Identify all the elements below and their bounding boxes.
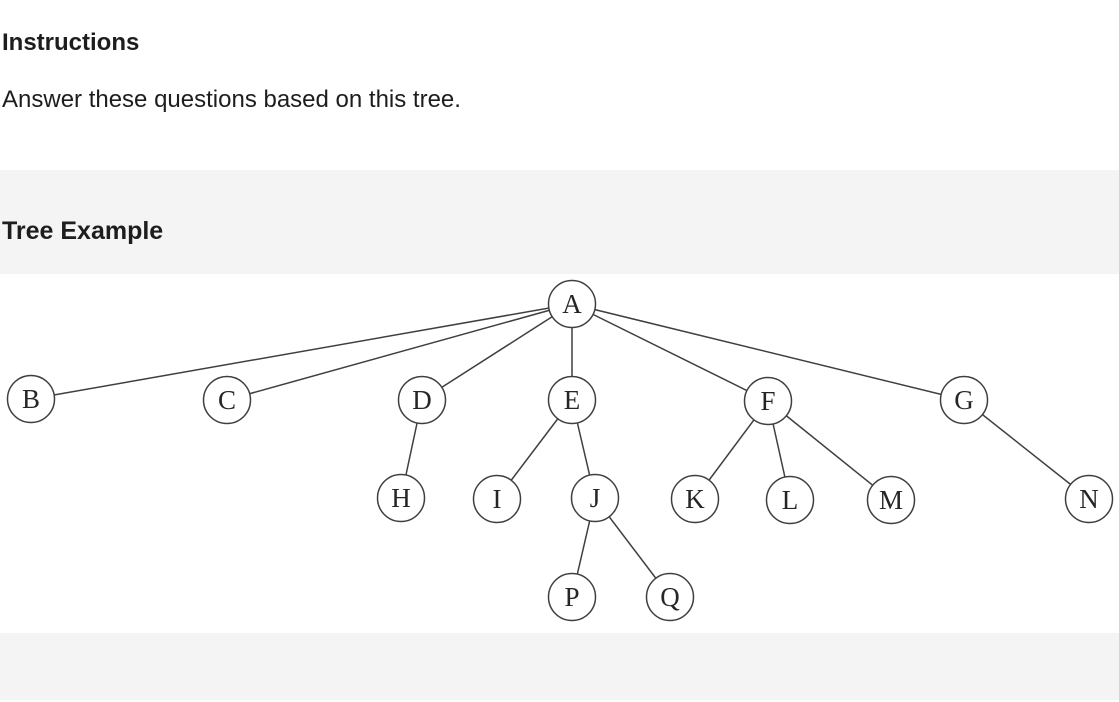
tree-node-label-l: L — [782, 485, 799, 515]
instructions-text: Answer these questions based on this tre… — [2, 86, 461, 113]
tree-edge-a-c — [226, 303, 573, 401]
instructions-heading: Instructions — [2, 29, 140, 56]
tree-edge-a-d — [421, 303, 573, 401]
tree-node-label-m: M — [879, 485, 903, 515]
tree-node-circle-a — [547, 279, 597, 329]
tree-node-label-h: H — [391, 483, 411, 513]
tree-diagram: A B C D E F G H I J K L M N P Q — [0, 274, 1119, 633]
tree-node-k: K — [670, 474, 720, 524]
tree-node-circle-b — [6, 374, 56, 424]
tree-node-l: L — [765, 475, 815, 525]
tree-node-label-g: G — [954, 385, 974, 415]
tree-node-circle-g — [939, 375, 989, 425]
tree-node-circle-e — [547, 375, 597, 425]
tree-example-heading: Tree Example — [2, 217, 164, 245]
tree-node-i: I — [472, 474, 522, 524]
tree-node-circle-h — [376, 473, 426, 523]
tree-node-circle-p — [547, 572, 597, 622]
tree-diagram-svg: A B C D E F G H I J K L M N P Q — [6, 279, 1114, 622]
tree-node-circle-m — [866, 475, 916, 525]
tree-node-circle-q — [645, 572, 695, 622]
tree-node-label-i: I — [493, 484, 502, 514]
tree-node-a: A — [547, 279, 597, 329]
tree-node-label-n: N — [1079, 484, 1099, 514]
tree-node-circle-j — [570, 473, 620, 523]
tree-node-circle-k — [670, 474, 720, 524]
tree-node-c: C — [202, 375, 252, 425]
tree-node-circle-l — [765, 475, 815, 525]
tree-node-p: P — [547, 572, 597, 622]
tree-node-circle-f — [743, 376, 793, 426]
tree-node-g: G — [939, 375, 989, 425]
tree-node-circle-d — [397, 375, 447, 425]
tree-node-b: B — [6, 374, 56, 424]
tree-node-e: E — [547, 375, 597, 425]
tree-node-label-f: F — [760, 386, 775, 416]
tree-edge-g-n — [963, 399, 1090, 500]
tree-node-label-b: B — [22, 384, 40, 414]
tree-node-label-d: D — [412, 385, 432, 415]
tree-edge-f-m — [767, 400, 892, 501]
tree-node-j: J — [570, 473, 620, 523]
tree-node-circle-n — [1064, 474, 1114, 524]
tree-edge-a-f — [571, 303, 769, 402]
tree-node-q: Q — [645, 572, 695, 622]
tree-node-m: M — [866, 475, 916, 525]
tree-edge-a-b — [30, 303, 573, 400]
tree-node-label-p: P — [564, 582, 579, 612]
tree-edge-a-g — [571, 303, 965, 401]
tree-node-label-e: E — [564, 385, 581, 415]
tree-example-panel: Tree Example A B C D E F G H I J K L M N P Q — [0, 170, 1119, 700]
tree-node-circle-c — [202, 375, 252, 425]
tree-node-h: H — [376, 473, 426, 523]
tree-node-label-k: K — [685, 484, 705, 514]
tree-node-f: F — [743, 376, 793, 426]
tree-node-label-a: A — [562, 289, 582, 319]
tree-node-d: D — [397, 375, 447, 425]
tree-node-label-q: Q — [660, 582, 680, 612]
tree-node-n: N — [1064, 474, 1114, 524]
tree-node-label-j: J — [590, 483, 601, 513]
tree-node-circle-i — [472, 474, 522, 524]
tree-node-label-c: C — [218, 385, 236, 415]
